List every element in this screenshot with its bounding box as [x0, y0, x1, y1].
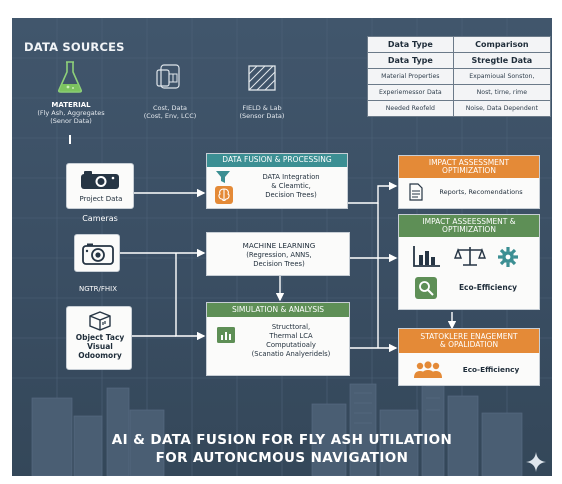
ml-line-2: (Regression, ANNS, [246, 251, 312, 259]
brain-icon [215, 186, 233, 204]
box-icon [89, 311, 111, 331]
connector-arrows [120, 181, 457, 353]
funnel-icon [216, 171, 230, 183]
stakeholder-header-line-1: STATOKLERE ENAGEMENT [420, 331, 518, 341]
object-tracking-card: Object Tacy Visual Odoomory [66, 306, 132, 370]
background-pattern [12, 18, 552, 476]
stakeholder-header: STATOKLERE ENAGEMENT & OPALIDATION [399, 329, 539, 353]
fusion-line-3: Decision Trees) [265, 191, 317, 199]
bar-chart-icon [413, 246, 440, 267]
simulation-card: SIMULATION & ANALYSIS Structtoral, Therm… [206, 302, 350, 376]
source-material-detail: (Fly Ash, Aggregates [37, 109, 105, 117]
magnifier-icon [415, 277, 437, 299]
chart-icon [217, 327, 235, 343]
fusion-line-2: & Cleamtic, [271, 182, 311, 190]
balance-scale-icon [453, 247, 487, 266]
fusion-line-1: DATA Integration [262, 173, 320, 181]
stakeholder-header-line-2: & OPALIDATION [439, 340, 499, 349]
cameras-label: Cameras [82, 214, 118, 223]
people-icon [414, 361, 442, 378]
flask-icon [57, 61, 83, 93]
report-document-icon [409, 183, 423, 201]
impact-header-line-1: IMPACT ASSESSMENT [428, 157, 510, 167]
impact-assessment-header: IMPACT ASSESSMENT OPTIMIZATION [399, 156, 539, 178]
ml-line-1: MACHINE LEARNING [242, 241, 316, 250]
source-field-detail: FIELD & Lab [242, 104, 282, 112]
table-row: Material Properties Expamioual Sonston, [367, 68, 552, 85]
machine-learning-card: MACHINE LEARNING (Regression, ANNS, Deci… [206, 232, 350, 276]
city-skyline [31, 373, 523, 476]
source-cost-label: Cost, Data (Cost, Env, LCC) [130, 104, 210, 120]
hatched-panel-icon [248, 65, 276, 91]
ml-line-3: Decision Trees) [253, 260, 305, 268]
stakeholder-card: STATOKLERE ENAGEMENT & OPALIDATION Eco-E… [398, 328, 540, 386]
footer-title-line-1: AI & DATA FUSION FOR FLY ASH UTILATION [111, 432, 453, 448]
source-field-label: FIELD & Lab (Sensor Data) [222, 104, 302, 120]
object-line-1: Object Tacy [75, 333, 125, 342]
source-material-detail2: (Senor Data) [50, 117, 92, 125]
simulation-line-3: Computatioaly [266, 341, 316, 349]
infographic-canvas: DATA SOURCES MATERIAL (Fly Ash, Aggregat… [12, 18, 552, 476]
table-header-row: Data Type Comparison [367, 36, 552, 53]
object-line-3: Odoomory [78, 351, 122, 360]
sparkle-icon [526, 452, 546, 472]
camera-card [74, 234, 120, 272]
data-fusion-header: DATA FUSION & PROCESSING [207, 154, 347, 167]
source-cost-detail: Cost, Data [152, 104, 188, 112]
table-cell: Noise, Data Dependent [452, 100, 552, 117]
impact2-header-line-2: OPTIMIZATION [442, 225, 496, 234]
camera-icon [81, 171, 119, 189]
data-sources-title: DATA SOURCES [24, 40, 125, 54]
data-fusion-card: DATA FUSION & PROCESSING DATA Integratio… [206, 153, 348, 209]
source-field-detail2: (Sensor Data) [239, 112, 285, 120]
impact2-eco-text: Eco-Efficiency [458, 283, 518, 292]
simulation-line-1: Structtoral, [271, 323, 311, 331]
project-data-card: Project Data [66, 163, 134, 209]
document-stack-icon [156, 64, 180, 89]
source-cost-detail2: (Cost, Env, LCC) [143, 112, 197, 120]
table-row: Needed Reofeld Noise, Data Dependent [367, 100, 552, 117]
impact-optimization-card: IMPACT ASSEESSMENT & OPTIMIZATION Eco-Ef… [398, 214, 540, 310]
project-data-label: Project Data [79, 195, 123, 203]
gear-icon [498, 247, 518, 267]
object-line-2: Visual [87, 342, 113, 351]
table-row: Data Type Stregtle Data [367, 52, 552, 69]
simulation-header: SIMULATION & ANALYSIS [207, 303, 349, 317]
source-material-name: MATERIAL [51, 101, 91, 109]
source-divider [69, 135, 71, 144]
impact-optimization-header: IMPACT ASSEESSMENT & OPTIMIZATION [399, 215, 539, 237]
impact2-header-line-1: IMPACT ASSEESSMENT & [422, 216, 516, 226]
stakeholder-eco-text: Eco-Efficiency [462, 365, 520, 374]
simulation-line-2: Thermal LCA [269, 332, 313, 340]
impact-reports-text: Reports, Recomendations [439, 188, 523, 196]
impact-assessment-card: IMPACT ASSESSMENT OPTIMIZATION Reports, … [398, 155, 540, 209]
simulation-line-4: (Scanatio Analyeridels) [251, 350, 331, 358]
footer-title-line-2: FOR AUTONCMOUS NAVIGATION [155, 450, 409, 466]
impact-header-line-2: OPTIMIZATION [442, 166, 496, 175]
ngtr-label: NGTR/FHIX [78, 285, 118, 293]
comparison-table: Data Type Comparison Data Type Stregtle … [367, 36, 552, 117]
camera-lens-icon [82, 243, 114, 265]
source-material-label: MATERIAL (Fly Ash, Aggregates (Senor Dat… [18, 101, 124, 125]
